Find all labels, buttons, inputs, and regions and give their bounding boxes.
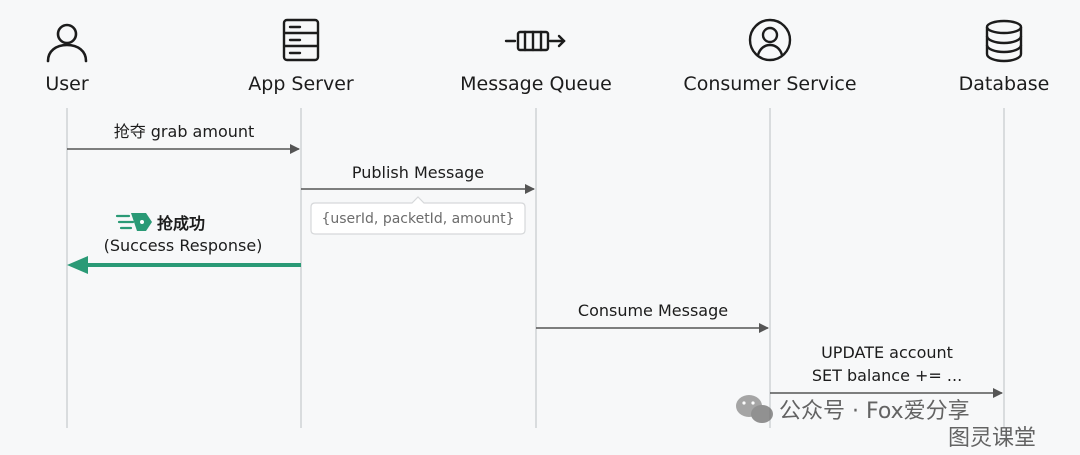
payload-text: {userId, packetId, amount}	[321, 211, 514, 227]
response-title: 抢成功	[157, 214, 205, 233]
watermark-line1: 公众号 · Fox爱分享	[779, 399, 970, 424]
queue-icon	[504, 30, 566, 52]
message-label-update-line1: UPDATE account	[821, 343, 953, 362]
speed-lines-icon	[115, 213, 152, 231]
database-icon	[985, 19, 1023, 63]
message-label-update-line2: SET balance += ...	[812, 366, 962, 385]
participant-label-message-queue: Message Queue	[460, 73, 612, 95]
participant-label-database: Database	[959, 73, 1050, 95]
watermark-line2: 图灵课堂	[948, 426, 1036, 451]
participant-label-consumer-service: Consumer Service	[683, 73, 856, 95]
user-icon	[46, 23, 88, 63]
response-subtitle: (Success Response)	[104, 236, 263, 255]
message-label-grab: 抢夺 grab amount	[114, 122, 255, 141]
user-circle-icon	[748, 18, 792, 62]
participant-label-app-server: App Server	[248, 73, 354, 95]
message-label-consume: Consume Message	[578, 301, 728, 320]
message-label-publish: Publish Message	[352, 163, 484, 182]
arrow-response	[67, 256, 301, 274]
payload-box: {userId, packetId, amount}	[310, 196, 526, 235]
participant-label-user: User	[45, 73, 88, 95]
wechat-icon	[736, 395, 773, 423]
server-icon	[282, 18, 320, 62]
